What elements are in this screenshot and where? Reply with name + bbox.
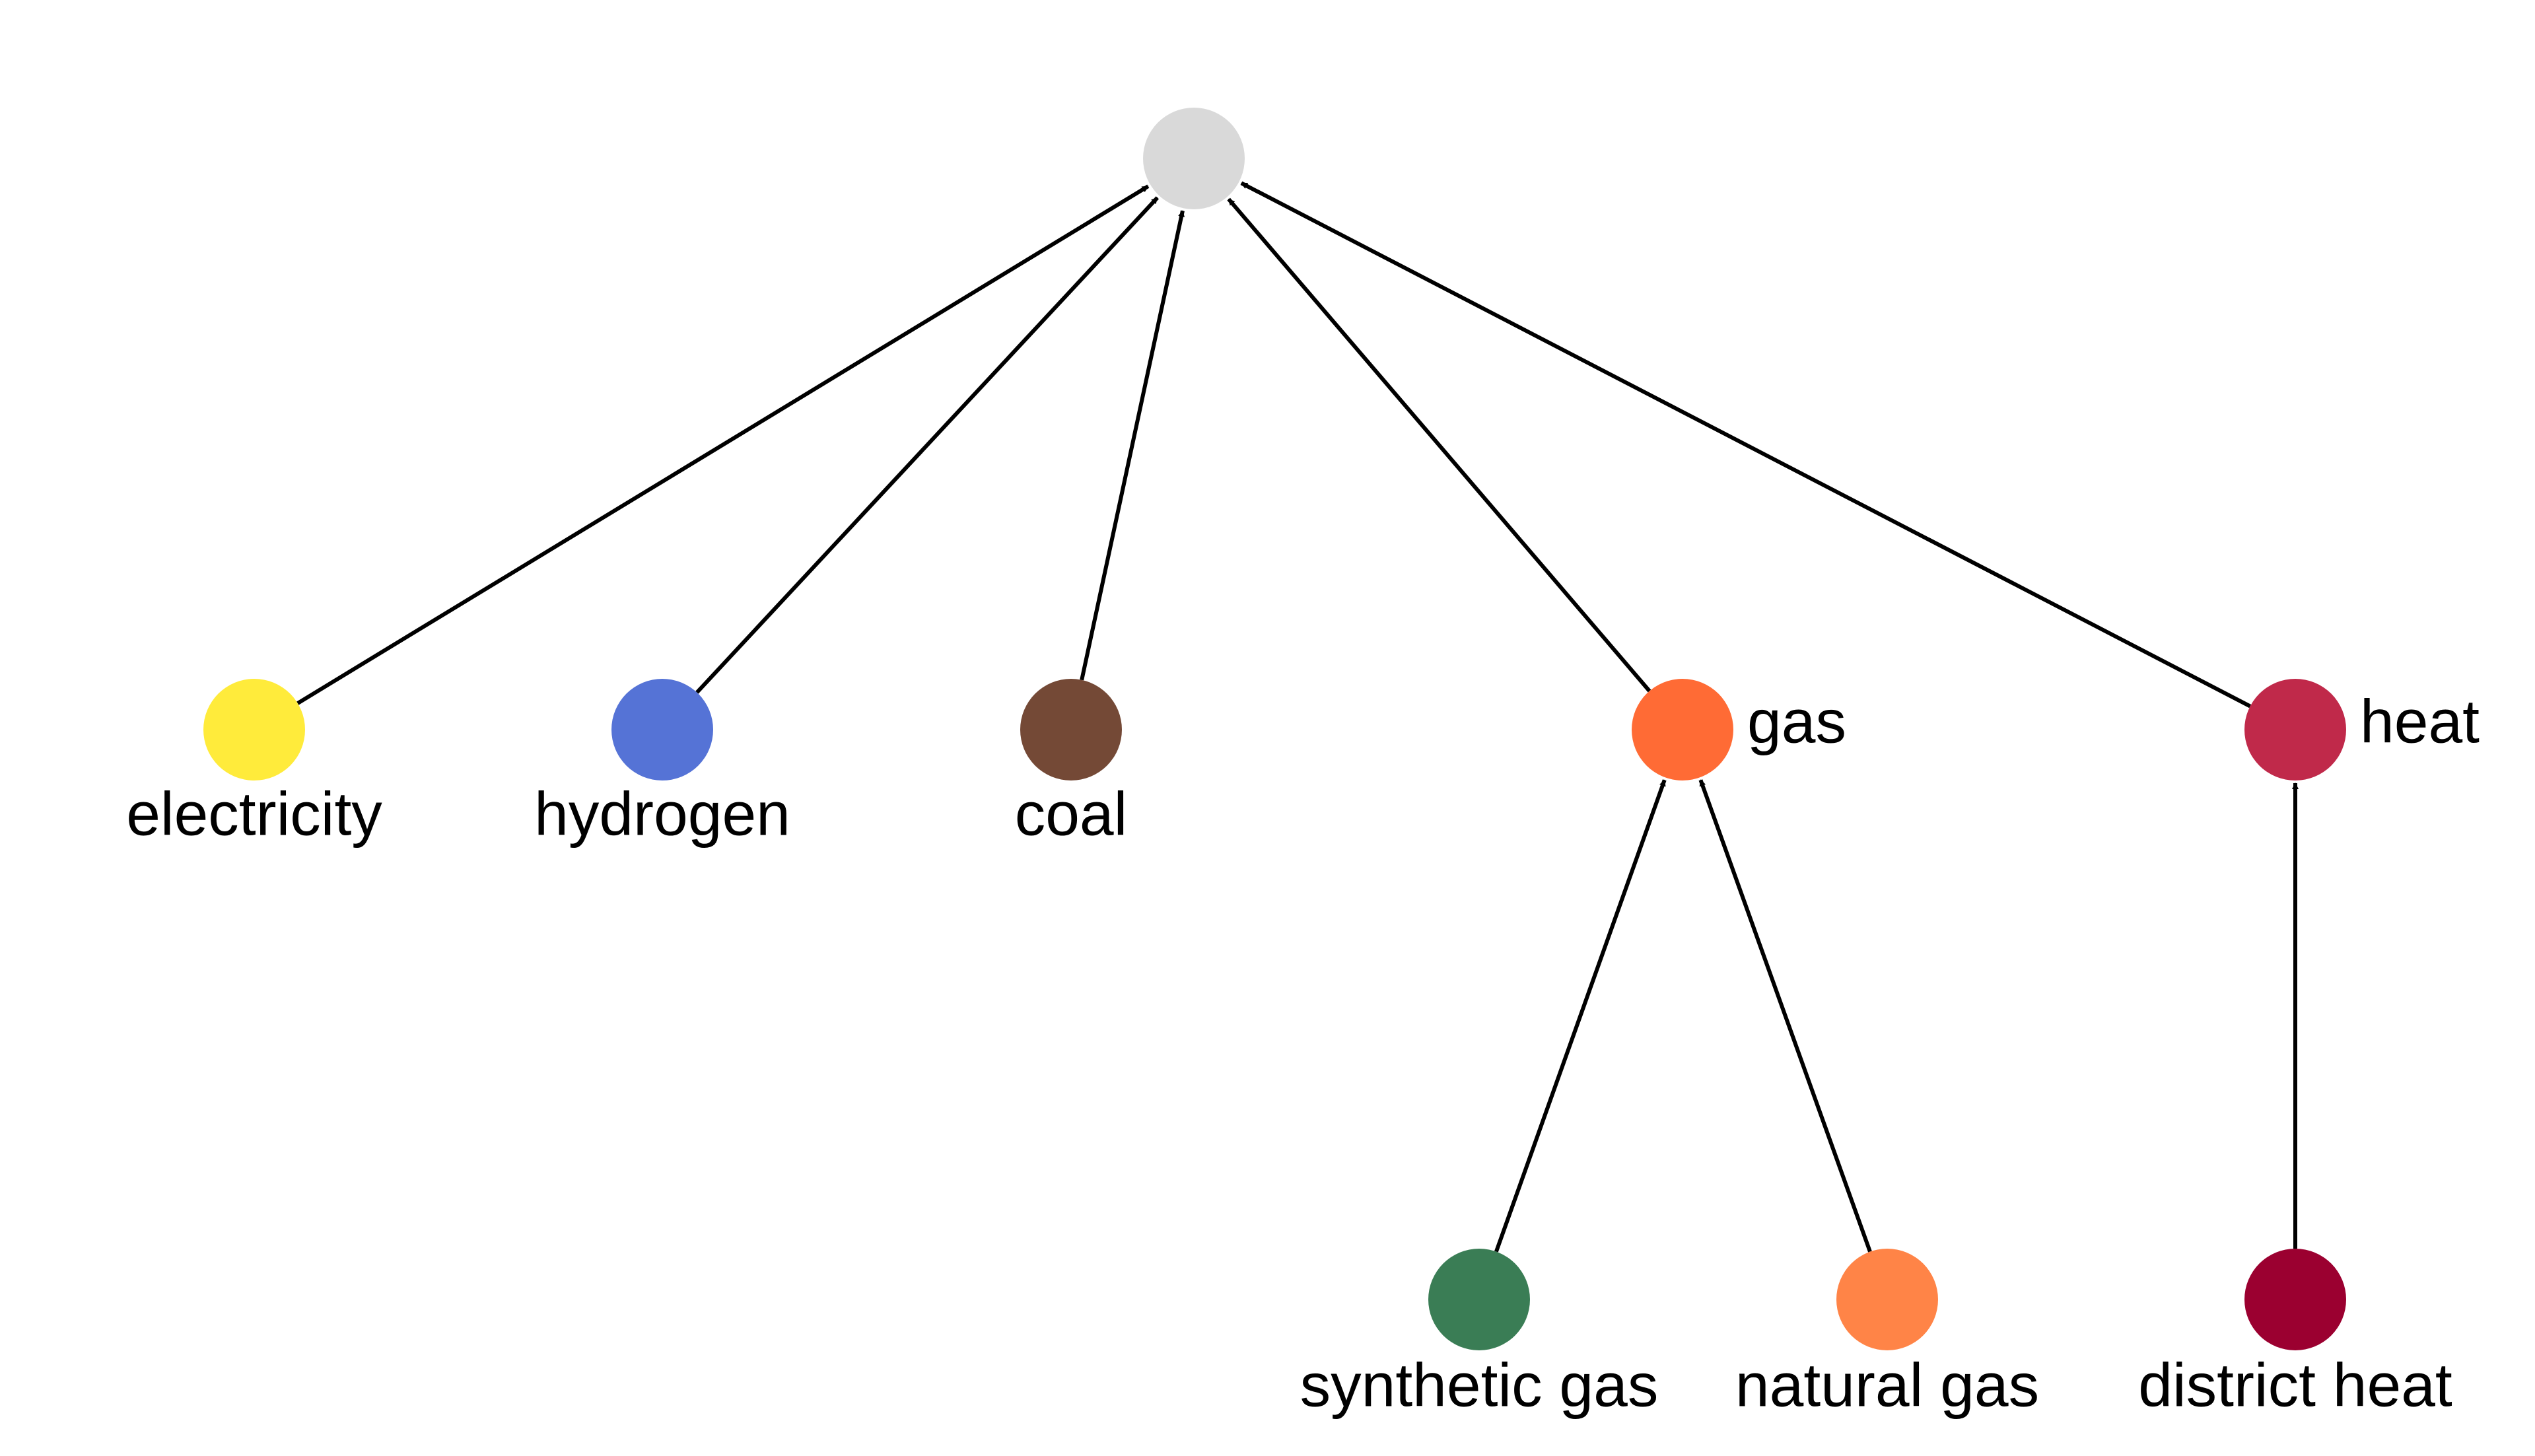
node-label-hydrogen: hydrogen [534, 780, 790, 849]
node-gas [1632, 679, 1733, 780]
node-synthetic-gas [1428, 1249, 1530, 1350]
nodes [203, 108, 2346, 1350]
node-district-heat [2244, 1249, 2346, 1350]
node-natural-gas [1836, 1249, 1938, 1350]
edge-synthetic_gas-to-gas [1494, 779, 1667, 1253]
node-label-heat: heat [2360, 687, 2480, 756]
node-hydrogen [611, 679, 713, 780]
node-labels: electricity hydrogen coal gas heat synthetic … [126, 687, 2480, 1420]
node-label-synthetic-gas: synthetic gas [1300, 1351, 1659, 1420]
edges [296, 181, 2299, 1253]
edge-gas-to-root [1227, 197, 1651, 693]
node-label-natural-gas: natural gas [1735, 1351, 2039, 1420]
edge-heat-to-root [1240, 181, 2252, 709]
node-root [1143, 108, 1245, 209]
node-electricity [203, 679, 305, 780]
node-coal [1020, 679, 1122, 780]
node-label-gas: gas [1747, 687, 1846, 756]
node-label-electricity: electricity [126, 780, 382, 849]
edge-coal-to-root [1080, 210, 1185, 681]
edge-electricity-to-root [296, 184, 1150, 705]
node-label-district-heat: district heat [2138, 1351, 2452, 1420]
node-label-coal: coal [1015, 780, 1128, 849]
edge-hydrogen-to-root [695, 196, 1160, 694]
node-heat [2244, 679, 2346, 780]
edge-natural_gas-to-gas [1698, 779, 1872, 1253]
